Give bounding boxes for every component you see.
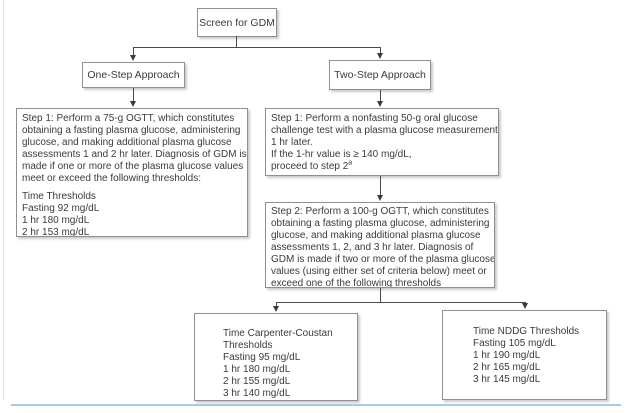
flow-box-nddg-thresholds: Time NDDG Thresholds Fasting 105 mg/dL 1… <box>442 310 607 400</box>
two-step-step1-text: Step 1: Perform a nonfasting 50-g oral g… <box>271 113 498 160</box>
flow-box-two-step-step1: Step 1: Perform a nonfasting 50-g oral g… <box>265 108 499 176</box>
connector-step2-branch <box>276 302 525 303</box>
flow-box-one-step-approach: One-Step Approach <box>82 62 185 88</box>
arrowhead-step2 <box>377 195 383 201</box>
connector-to-two-step <box>380 47 381 55</box>
one-step-thresholds-text: Time Thresholds Fasting 92 mg/dL 1 hr 18… <box>22 191 100 237</box>
flow-box-screen-for-gdm-label: Screen for GDM <box>199 16 275 29</box>
arrowhead-one-step-detail <box>130 101 136 107</box>
carpenter-coustan-text: Time Carpenter-Coustan Thresholds Fastin… <box>223 328 333 399</box>
bottom-blue-rule <box>11 404 621 406</box>
connector-step1-step2 <box>380 176 381 196</box>
flow-box-one-step-detail: Step 1: Perform a 75-g OGTT, which const… <box>16 108 248 237</box>
arrowhead-carpenter-coustan <box>273 306 279 312</box>
arrowhead-two-step-step1 <box>377 101 383 107</box>
page-left-border <box>3 0 4 400</box>
one-step-approach-label: One-Step Approach <box>87 69 180 81</box>
arrowhead-one-step <box>130 55 136 61</box>
two-step-approach-label: Two-Step Approach <box>334 69 426 81</box>
flow-box-two-step-approach: Two-Step Approach <box>329 60 431 90</box>
connector-to-carpenter-coustan <box>276 302 277 307</box>
connector-one-step-down <box>133 88 134 102</box>
flow-box-screen-for-gdm: Screen for GDM <box>197 8 277 37</box>
connector-step2-stem <box>380 288 381 302</box>
one-step-detail-text: Step 1: Perform a 75-g OGTT, which const… <box>22 113 247 184</box>
flow-box-two-step-step2: Step 2: Perform a 100-g OGTT, which cons… <box>265 202 495 288</box>
nddg-text: Time NDDG Thresholds Fasting 105 mg/dL 1… <box>473 326 580 385</box>
connector-root-stem <box>236 36 237 47</box>
arrowhead-two-step <box>377 53 383 59</box>
connector-two-step-down <box>380 90 381 102</box>
two-step-step2-text: Step 2: Perform a 100-g OGTT, which cons… <box>271 206 495 288</box>
connector-root-branch <box>133 47 380 48</box>
connector-to-one-step <box>133 47 134 56</box>
two-step-step1-note: proceed to step 2a <box>271 159 353 172</box>
flow-box-carpenter-coustan-thresholds: Time Carpenter-Coustan Thresholds Fastin… <box>194 313 358 401</box>
footnote-marker: a <box>348 159 353 167</box>
arrowhead-nddg <box>522 303 528 309</box>
